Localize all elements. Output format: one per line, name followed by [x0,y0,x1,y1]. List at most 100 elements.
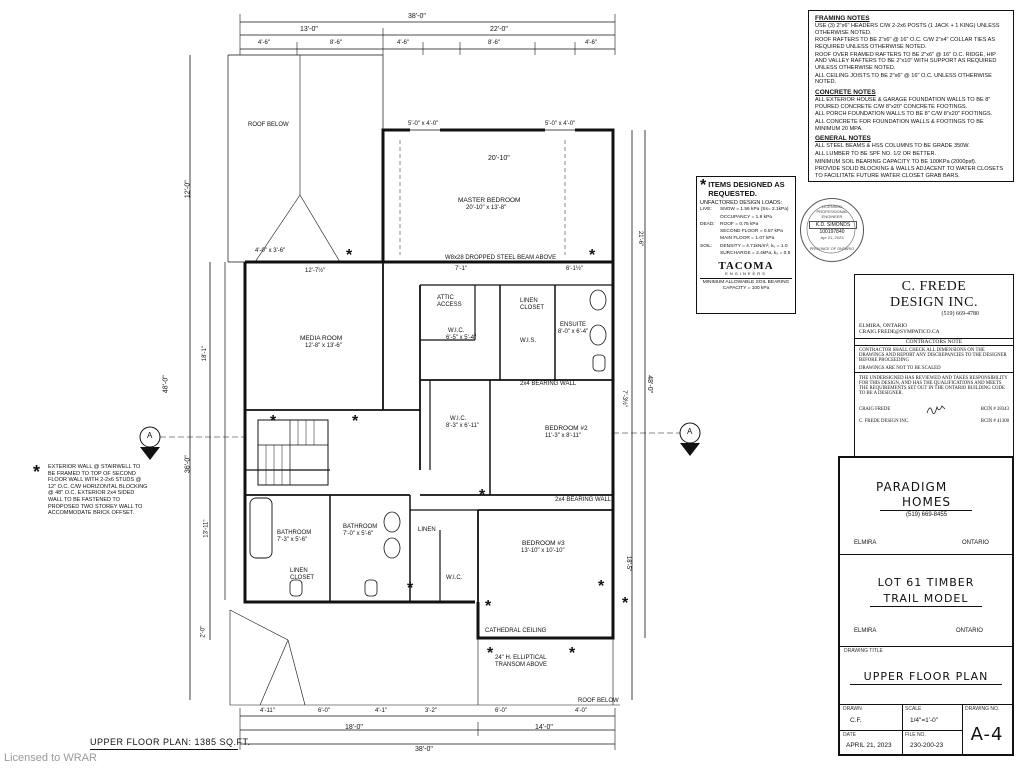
loads-surcharge: SURCHARGE = 2.4kPa, k₀ = 0.5 [720,250,791,256]
client-name-1: PARADIGM [876,480,948,494]
wic3-label: W.I.C. [446,575,463,581]
dim-bottom-overall: 38'-0" [415,746,433,753]
bathroom1-label: BATHROOM [277,530,312,536]
client-city: ELMIRA [854,540,877,546]
design-loads-box: * ITEMS DESIGNED AS REQUESTED. UNFACTORE… [696,176,796,314]
loads-subheading: UNFACTORED DESIGN LOADS: [700,199,783,206]
project-province: ONTARIO [956,628,983,634]
bathroom2-label: BATHROOM [343,524,378,530]
loads-live-label: LIVE: [700,207,712,213]
dim-7-1: 7'-1" [455,266,467,272]
designer-name-1: C. FREDE [901,279,967,294]
media-room-label: MEDIA ROOM [300,335,343,342]
attic-access-label: ATTIC ACCESS [437,295,462,309]
firm-name: C. FREDE DESIGN INC. [859,419,910,424]
loads-snow: SNOW = 1.56 kPa (Ss= 2.1kPa) [720,207,789,213]
asterisk-icon: * [352,413,359,430]
asterisk-icon: * [346,247,353,264]
signer-row: CRAIG FREDE BCIN # 28343 [855,399,1013,419]
drawn-cell: DRAWN C.F. [840,704,903,731]
dim-bottom-d: 3'-2" [425,708,437,714]
master-bedroom-size: 20'-10" x 13'-8" [466,205,507,211]
client-province: ONTARIO [962,540,989,546]
loads-roof: ROOF = 0.75 kPa [720,221,759,227]
dim-bottom-18: 18'-0" [345,724,363,731]
designer-email: CRAIG.FREDE@SYMPATICO.CA [859,329,940,335]
drawing-title-section: DRAWING TITLE UPPER FLOOR PLAN [840,646,1012,705]
dim-top-13: 13'-0" [300,26,318,33]
designer-box: C. FREDE DESIGN INC. (519) 669-4780 ELMI… [854,274,1014,457]
section-marker-left: A [147,431,153,440]
seal-name: K.D. SIMONDS [809,221,857,229]
dim-bottom-14: 14'-0" [535,724,553,731]
asterisk-note-icon: * [33,462,41,482]
wis-label: W.I.S. [520,338,537,344]
dim-left-13: 13'-11" [203,519,210,538]
floor-plan-drawing [139,14,701,750]
designer-city: ELMIRA, ONTARIO [859,323,908,329]
contractors-note-text: CONTRACTOR SHALL CHECK ALL DIMENSIONS ON… [859,348,1007,363]
drawing-number: A-4 [970,724,1004,745]
exterior-wall-note: EXTERIOR WALL @ STAIRWELL TO BE FRAMED T… [48,464,148,517]
master-width-dim: 20'-10" [488,155,510,162]
framing-note-2: ROOF RAFTERS TO BE 2"x6" @ 16" O.C. C/W … [815,37,996,50]
project-section: LOT 61 TIMBER TRAIL MODEL ELMIRA ONTARIO [840,554,1012,647]
bathroom2-size: 7'-0" x 5'-6" [343,531,374,537]
dim-left-36: 36'-0" [184,455,192,474]
dim-left-12: 12'-0" [184,180,192,199]
date-value: APRIL 21, 2023 [846,742,892,749]
dim-top-a: 4'-6" [258,40,270,46]
asterisk-icon: * [270,413,277,430]
responsibility-note: THE UNDERSIGNED HAS REVIEWED AND TAKES R… [859,376,1008,396]
seal-province: PROVINCE OF ONTARIO [809,247,855,251]
master-bedroom-label: MASTER BEDROOM [458,197,521,204]
elliptical-transom-label: 24" H. ELLIPTICAL TRANSOM ABOVE [495,655,548,669]
asterisk-icon: * [485,598,492,615]
dim-top-c: 4'-6" [397,40,409,46]
loads-header: * ITEMS DESIGNED AS REQUESTED. [700,178,792,199]
dim-top-b: 8'-6" [330,40,342,46]
linen-closet-3: LINEN CLOSET [520,298,545,312]
signer-bcin: BCIN # 28343 [980,406,1009,412]
drawing-number-cell: DRAWING NO. A-4 [962,704,1012,754]
general-note-1: ALL STEEL BEAMS & HSS COLUMNS TO BE GRAD… [815,143,970,150]
wic1-label: W.I.C. [448,328,465,334]
signature-icon [926,405,945,415]
dim-left-window: 4'-0" x 3'-6" [255,248,286,254]
drawing-title: UPPER FLOOR PLAN [863,670,989,683]
dim-top-e: 4'-6" [585,40,597,46]
client-underline [880,510,972,511]
dim-bottom-f: 4'-0" [575,708,587,714]
asterisk-icon: * [589,247,596,264]
designer-logo: C. FREDE DESIGN INC. (519) 669-4780 [855,275,1013,317]
ensuite-label: ENSUITE [560,322,587,328]
wic2-label: W.I.C. [450,416,467,422]
designer-phone: (519) 669-4780 [941,311,980,317]
drawn-label: DRAWN [843,706,862,712]
dim-right-18: 18'-5" [625,555,632,572]
dim-top-22: 22'-0" [490,26,508,33]
signer-name: CRAIG FREDE [859,406,891,412]
tacoma-logo: TACOMA ENGINEERS [718,259,774,276]
framing-notes-heading: FRAMING NOTES [815,15,870,22]
project-name-2: TRAIL MODEL [883,592,969,605]
drawing-title-underline [850,684,1002,685]
dim-overall-top: 38'-0" [408,13,426,20]
section-marker-right: A [687,427,693,436]
wic1-size: 6'-5" x 5'-4" [446,335,477,341]
bearing-wall-label-1: 2x4 BEARING WALL [520,381,577,387]
drawn-value: C.F. [850,717,862,724]
firm-row: C. FREDE DESIGN INC. BCIN # 41300 [855,419,1013,424]
project-underline [870,606,982,607]
loads-table: LIVE:SNOW = 1.56 kPa (Ss= 2.1kPa) OCCUPA… [700,207,792,256]
bathroom1-size: 7'-3" x 5'-6" [277,537,308,543]
dim-right-48: 48'-0" [646,375,654,394]
min-soil-capacity: MINIMUM ALLOWABLE SOIL BEARING CAPACITY … [700,278,792,292]
roof-below-bottom-label: ROOF BELOW [578,698,619,704]
seal-ring-icon [806,204,856,254]
asterisk-icon: * [598,578,605,595]
roof-below-label: ROOF BELOW [248,122,289,128]
asterisk-icon: * [407,580,414,597]
scale-value: 1/4"=1'-0" [910,717,939,724]
concrete-notes-heading: CONCRETE NOTES [815,89,876,97]
